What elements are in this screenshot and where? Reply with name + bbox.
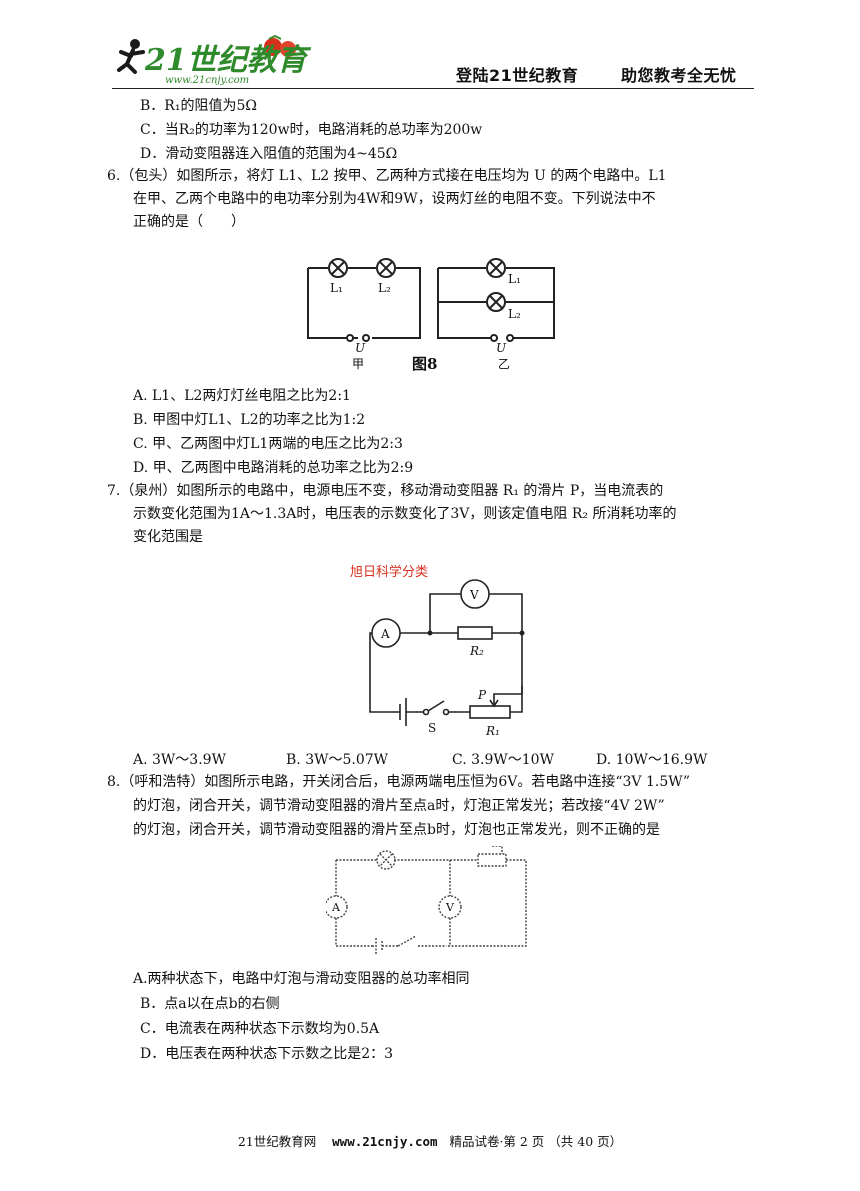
footer-page-info: 精品试卷·第 2 页 （共 40 页） bbox=[449, 1134, 623, 1149]
q8-label-v: V bbox=[445, 901, 455, 914]
q6-option-c: C. 甲、乙两图中灯L1两端的电压之比为2:3 bbox=[133, 436, 403, 452]
q6-figure-caption: 图8 bbox=[412, 355, 437, 372]
q6-option-a: A. L1、L2两灯灯丝电阻之比为2:1 bbox=[133, 388, 351, 404]
q7-label-r1: R₁ bbox=[485, 724, 500, 738]
prev-option-b: B．R₁的阻值为5Ω bbox=[140, 98, 257, 114]
q7-label-a: A bbox=[380, 627, 390, 641]
q7-circuit-figure: 旭日科学分类 V bbox=[350, 564, 525, 738]
footer-url[interactable]: www.21cnjy.com bbox=[332, 1134, 438, 1149]
slogan-left: 登陆21世纪教育 bbox=[456, 66, 579, 85]
q6-label-yi: 乙 bbox=[498, 357, 510, 371]
q6-label-u-yi: U bbox=[496, 341, 507, 355]
q7-label-s: S bbox=[428, 721, 436, 735]
q6-label-l1-yi: L₁ bbox=[508, 272, 521, 286]
q7-label-v: V bbox=[469, 588, 479, 602]
q8-line2: 的灯泡，闭合开关，调节滑动变阻器的滑片至点a时，灯泡正常发光；若改接“4V 2W… bbox=[133, 798, 665, 814]
slogan-right: 助您教考全无忧 bbox=[621, 66, 737, 85]
logo-graphic: 21世纪教育 www.21cnjy.com bbox=[117, 34, 312, 86]
logo-text: 21世纪教育 bbox=[144, 43, 312, 78]
q8-option-a: A.两种状态下，电路中灯泡与滑动变阻器的总功率相同 bbox=[133, 971, 470, 987]
q8-label-a: A bbox=[331, 901, 341, 914]
page-footer: 21世纪教育网 www.21cnjy.com 精品试卷·第 2 页 （共 40 … bbox=[0, 1131, 860, 1150]
q6-option-b: B. 甲图中灯L1、L2的功率之比为1:2 bbox=[133, 412, 366, 428]
q6-label-l1-jia: L₁ bbox=[330, 281, 343, 295]
q7-watermark: 旭日科学分类 bbox=[350, 564, 428, 580]
q6-circuit-figure: L₁ L₂ L₁ L₂ U U 甲 乙 图8 bbox=[307, 258, 555, 372]
footer-site: 21世纪教育网 bbox=[237, 1134, 317, 1149]
header-divider bbox=[112, 88, 754, 89]
q6-option-d: D. 甲、乙两图中电路消耗的总功率之比为2:9 bbox=[133, 460, 414, 476]
q7-line1: 7.（泉州）如图所示的电路中，电源电压不变，移动滑动变阻器 R₁ 的滑片 P，当… bbox=[107, 483, 664, 499]
q6-line2: 在甲、乙两个电路中的电功率分别为4W和9W，设两灯丝的电阻不变。下列说法中不 bbox=[133, 191, 656, 207]
q8-option-c: C．电流表在两种状态下示数均为0.5A bbox=[140, 1021, 380, 1037]
q6-label-jia: 甲 bbox=[352, 357, 364, 371]
q7-line2: 示数变化范围为1A～1.3A时，电压表的示数变化了3V，则该定值电阻 R₂ 所消… bbox=[133, 506, 677, 522]
q6-line3: 正确的是（ ） bbox=[133, 214, 245, 230]
q6-line1: 6.（包头）如图所示，将灯 L1、L2 按甲、乙两种方式接在电压均为 U 的两个… bbox=[107, 168, 667, 184]
site-logo[interactable]: 21世纪教育 www.21cnjy.com bbox=[113, 30, 313, 88]
q7-option-c: C. 3.9W～10W bbox=[452, 752, 554, 768]
q8-line3: 的灯泡，闭合开关，调节滑动变阻器的滑片至点b时，灯泡也正常发光，则不正确的是 bbox=[133, 822, 660, 838]
q7-option-d: D. 10W～16.9W bbox=[596, 752, 708, 768]
q8-circuit-figure: A V bbox=[326, 846, 527, 954]
q7-label-p: P bbox=[477, 688, 487, 702]
q7-option-a: A. 3W～3.9W bbox=[133, 752, 226, 768]
q6-label-l2-yi: L₂ bbox=[508, 307, 521, 321]
q6-label-l2-jia: L₂ bbox=[378, 281, 391, 295]
q6-label-u-jia: U bbox=[355, 341, 366, 355]
q7-label-r2: R₂ bbox=[469, 644, 484, 658]
q7-option-b: B. 3W～5.07W bbox=[286, 752, 389, 768]
q8-option-b: B．点a以在点b的右侧 bbox=[140, 996, 280, 1012]
q7-line3: 变化范围是 bbox=[133, 529, 203, 545]
logo-url: www.21cnjy.com bbox=[165, 75, 249, 86]
q8-option-d: D．电压表在两种状态下示数之比是2：3 bbox=[140, 1046, 394, 1062]
prev-option-c: C．当R₂的功率为120w时，电路消耗的总功率为200w bbox=[140, 122, 483, 138]
q8-line1: 8.（呼和浩特）如图所示电路，开关闭合后，电源两端电压恒为6V。若电路中连接“3… bbox=[107, 774, 691, 790]
prev-option-d: D．滑动变阻器连入阻值的范围为4~45Ω bbox=[140, 146, 398, 162]
